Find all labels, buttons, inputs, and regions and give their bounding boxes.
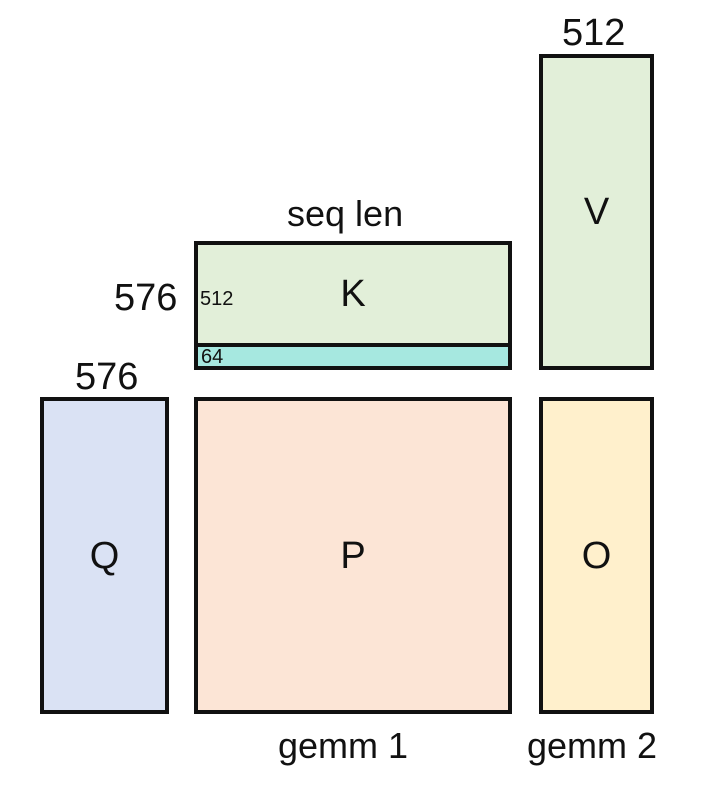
k-inner-512-label: 512 xyxy=(200,288,234,310)
p-matrix: P xyxy=(194,397,512,714)
k-height-label: 576 xyxy=(114,277,178,319)
q-width-label: 576 xyxy=(75,356,139,398)
o-matrix-label: O xyxy=(581,534,612,577)
v-width-label: 512 xyxy=(562,12,626,54)
o-matrix: O xyxy=(539,397,654,714)
k-matrix-rope-strip xyxy=(194,343,512,370)
v-matrix-label: V xyxy=(583,191,610,233)
p-matrix-label: P xyxy=(340,534,366,577)
k-inner-64-label: 64 xyxy=(201,346,224,368)
gemm1-caption: gemm 1 xyxy=(278,725,409,766)
q-matrix-label: Q xyxy=(89,534,120,577)
k-matrix: K xyxy=(194,241,512,347)
k-width-label: seq len xyxy=(287,193,404,234)
k-matrix-label: K xyxy=(340,273,366,315)
v-matrix: V xyxy=(539,54,654,370)
gemm2-caption: gemm 2 xyxy=(527,725,658,766)
q-matrix: Q xyxy=(40,397,169,714)
